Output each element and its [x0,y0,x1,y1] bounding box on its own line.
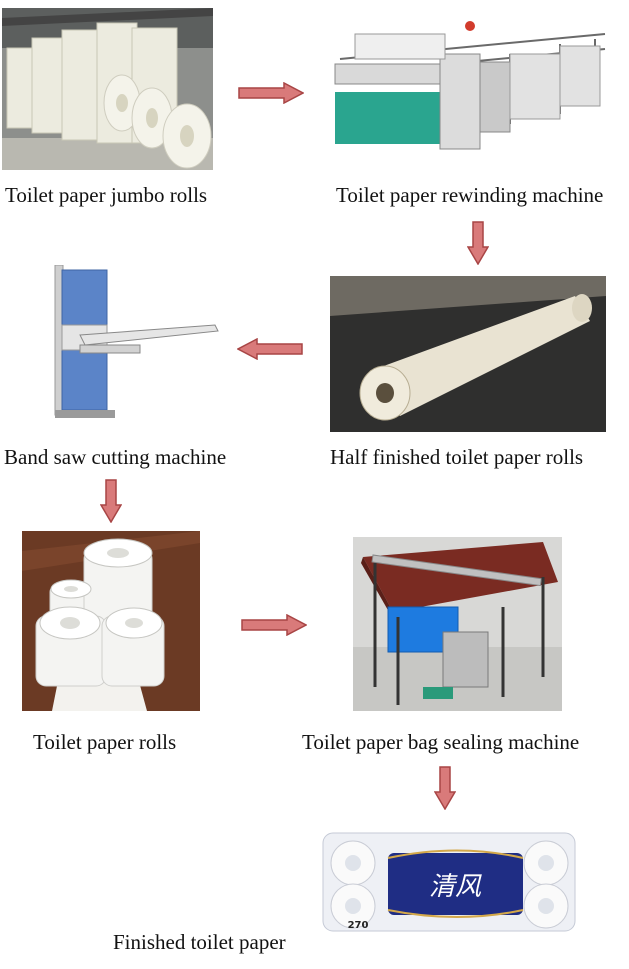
caption-jumbo-rolls: Toilet paper jumbo rolls [5,183,208,207]
caption-half-finished-rolls: Half finished toilet paper rolls [330,445,584,469]
caption-rewinding-machine: Toilet paper rewinding machine [336,183,604,207]
arrow-down-icon [100,479,122,523]
caption-bag-sealing-machine: Toilet paper bag sealing machine [302,730,580,754]
rewinding-machine-photo [330,14,610,166]
jumbo-rolls-photo [2,8,213,170]
arrow-right-icon [238,82,304,104]
caption-toilet-paper-rolls: Toilet paper rolls [33,730,177,754]
caption-finished-toilet-paper: Finished toilet paper [113,930,286,954]
arrow-down-icon [467,221,489,265]
toilet-paper-rolls-photo [22,531,200,711]
caption-band-saw: Band saw cutting machine [4,445,227,469]
arrow-right-icon [241,614,307,636]
arrow-left-icon [237,338,303,360]
bag-sealing-machine-photo [353,537,562,711]
package-brand-text: 清风 [429,872,482,902]
finished-package-photo: 清风 270 [318,828,580,936]
package-count-text: 270 [348,920,369,931]
band-saw-photo [50,265,220,420]
half-finished-roll-photo [330,276,606,432]
arrow-down-icon [434,766,456,810]
